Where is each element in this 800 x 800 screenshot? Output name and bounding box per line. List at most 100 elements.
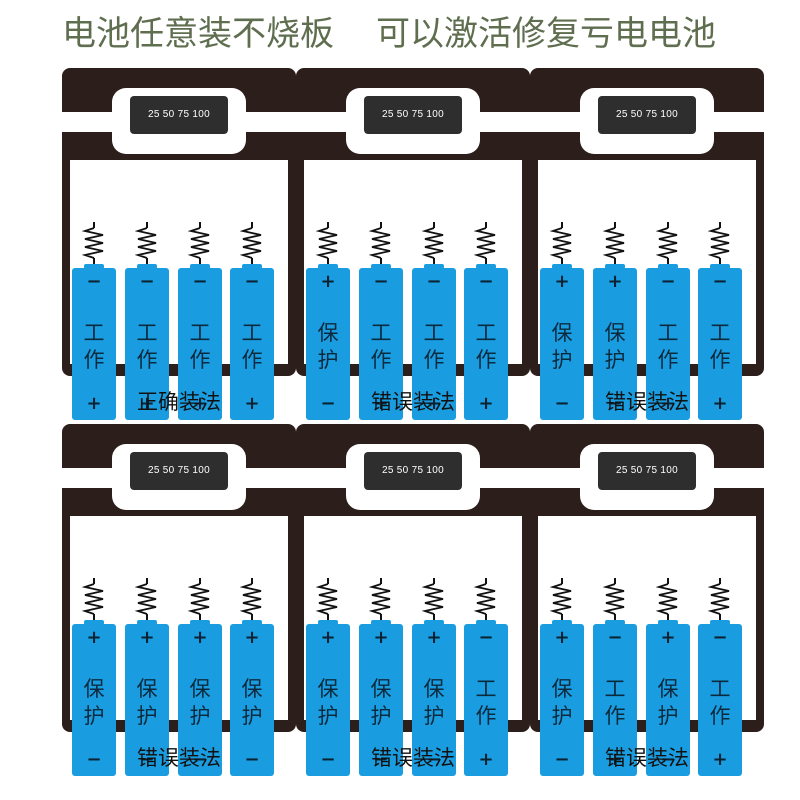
spring-icon: [316, 578, 340, 620]
terminal-nub: [242, 264, 262, 269]
battery-cell: +保护−: [306, 620, 350, 776]
cell-status-label: 保护: [136, 677, 158, 728]
terminal-top-sign: +: [373, 627, 389, 648]
cell-status-label: 工作: [83, 321, 105, 372]
battery-case: 25 50 75 100+保护−−工作+−工作+−工作+: [296, 68, 530, 420]
terminal-bottom-sign: −: [139, 749, 155, 770]
terminal-nub: [84, 620, 104, 625]
terminal-top-sign: −: [660, 271, 676, 292]
terminal-bottom-sign: −: [554, 749, 570, 770]
terminal-nub: [605, 264, 625, 269]
battery-cell: + 保护 −: [540, 264, 584, 420]
terminal-nub: [371, 620, 391, 625]
cell-status-label: 保护: [551, 321, 573, 372]
terminal-top-sign: −: [139, 271, 155, 292]
battery-case: 25 50 75 100+保护−+保护−+保护−−工作+: [296, 424, 530, 776]
terminal-top-sign: −: [478, 627, 494, 648]
holder-panel: 25 50 75 100+保护−+保护−−工作+−工作+错误装法: [530, 68, 764, 428]
battery-cell: +保护−: [72, 620, 116, 776]
terminal-nub: [424, 620, 444, 625]
cell-status-label: 工作: [241, 321, 263, 372]
battery-case: 25 50 75 100−工作+−工作+−工作+−工作+: [62, 68, 296, 420]
terminal-bottom-sign: +: [426, 393, 442, 414]
battery-cell: −工作+: [230, 264, 274, 420]
terminal-nub: [190, 620, 210, 625]
terminal-bottom-sign: −: [607, 393, 623, 414]
spring-icon: [603, 222, 627, 264]
battery-cell: +保护−: [593, 264, 637, 420]
spring-icon: [316, 222, 340, 264]
spring-icon: [188, 578, 212, 620]
terminal-nub: [137, 264, 157, 269]
headline-right: 可以激活修复亏电电池: [376, 14, 716, 54]
battery-cell: +保护−: [125, 620, 169, 776]
headline: 电池任意装不烧板 可以激活修复亏电电池: [0, 10, 800, 58]
battery-cell: +保护−: [412, 620, 456, 776]
cell-status-label: 工作: [189, 321, 211, 372]
cell-status-label: 保护: [370, 677, 392, 728]
holder-panel: 25 50 75 100+保护−−工作+−工作+−工作+错误装法: [296, 68, 530, 428]
terminal-top-sign: −: [426, 271, 442, 292]
spring-icon: [240, 222, 264, 264]
terminal-nub: [137, 620, 157, 625]
cell-status-label: 工作: [709, 321, 731, 372]
cell-status-label: 保护: [189, 677, 211, 728]
spring-icon: [135, 222, 159, 264]
terminal-bottom-sign: +: [712, 393, 728, 414]
terminal-nub: [605, 620, 625, 625]
cell-status-label: 工作: [709, 677, 731, 728]
battery-cell: −工作+: [125, 264, 169, 420]
terminal-top-sign: −: [373, 271, 389, 292]
spring-icon: [422, 578, 446, 620]
install-caption: 错误装法: [605, 390, 689, 414]
install-caption: 错误装法: [371, 390, 455, 414]
terminal-bottom-sign: −: [244, 749, 260, 770]
terminal-top-sign: +: [320, 271, 336, 292]
terminal-top-sign: −: [192, 271, 208, 292]
level-indicator: 25 50 75 100: [364, 96, 462, 134]
cell-status-label: 工作: [657, 321, 679, 372]
terminal-nub: [318, 620, 338, 625]
terminal-nub: [190, 264, 210, 269]
terminal-nub: [84, 264, 104, 269]
terminal-bottom-sign: +: [86, 393, 102, 414]
spring-icon: [708, 578, 732, 620]
spring-icon: [422, 222, 446, 264]
level-indicator: 25 50 75 100: [130, 452, 228, 490]
terminal-top-sign: +: [554, 271, 570, 292]
holder-panel: 25 50 75 100+保护−+保护−+保护−−工作+错误装法: [296, 424, 530, 784]
cell-status-label: 保护: [657, 677, 679, 728]
terminal-bottom-sign: −: [554, 393, 570, 414]
terminal-nub: [552, 620, 572, 625]
terminal-bottom-sign: +: [478, 749, 494, 770]
battery-cell: +保护−: [540, 620, 584, 776]
battery-cell: − 工作 +: [72, 264, 116, 420]
terminal-bottom-sign: −: [320, 393, 336, 414]
terminal-nub: [658, 264, 678, 269]
terminal-bottom-sign: +: [244, 393, 260, 414]
battery-cell: − 工作 +: [412, 264, 456, 420]
terminal-bottom-sign: −: [373, 749, 389, 770]
cell-status-label: 工作: [423, 321, 445, 372]
battery-cell: −工作+: [464, 620, 508, 776]
holder-panel: 25 50 75 100+保护−+保护−+保护−+保护−错误装法: [62, 424, 296, 784]
holder-panel: 25 50 75 100+保护−−工作++保护−−工作+错误装法: [530, 424, 764, 784]
cell-status-label: 工作: [604, 677, 626, 728]
level-indicator: 25 50 75 100: [130, 96, 228, 134]
terminal-bottom-sign: −: [192, 749, 208, 770]
level-indicator: 25 50 75 100: [364, 452, 462, 490]
battery-cell: +保护−: [646, 620, 690, 776]
battery-case: 25 50 75 100+保护−−工作++保护−−工作+: [530, 424, 764, 776]
cell-status-label: 工作: [136, 321, 158, 372]
battery-cell: +保护−: [306, 264, 350, 420]
terminal-top-sign: −: [712, 271, 728, 292]
spring-icon: [369, 222, 393, 264]
cell-status-label: 保护: [423, 677, 445, 728]
terminal-top-sign: −: [86, 271, 102, 292]
spring-icon: [240, 578, 264, 620]
terminal-top-sign: +: [192, 627, 208, 648]
battery-case: 25 50 75 100+保护−+保护−+保护−+保护−: [62, 424, 296, 776]
terminal-nub: [371, 264, 391, 269]
install-caption: 错误装法: [371, 746, 455, 770]
spring-icon: [82, 578, 106, 620]
